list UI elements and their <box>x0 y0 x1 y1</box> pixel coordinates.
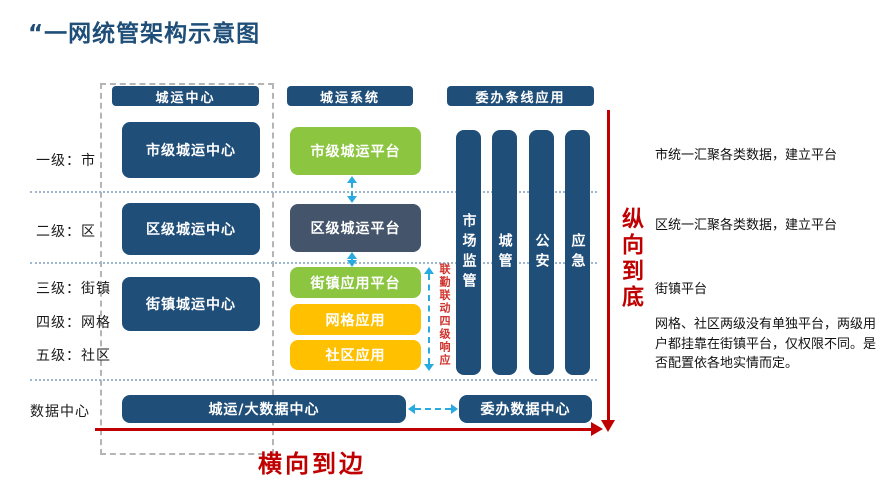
district-ops-center-box: 区级城运中心 <box>122 203 260 255</box>
street-ops-center-box: 街镇城运中心 <box>122 277 260 331</box>
level-label-4: 四级：网格 <box>36 315 111 331</box>
level-label-2: 二级：区 <box>36 224 96 240</box>
annotation-street: 街镇平台 <box>655 282 708 297</box>
district-ops-platform-box: 区级城运平台 <box>290 204 421 252</box>
arrow-shaft <box>351 183 353 196</box>
link-city-district-arrow <box>347 176 357 203</box>
urban-management-bar: 城管 <box>492 130 517 375</box>
arrowhead-up <box>424 267 434 274</box>
joint-response-arrow <box>424 267 434 371</box>
annotation-grid-community: 网格、社区两级没有单独平台，两级用户都挂靠在街镇平台，仅权限不同。是否配置依各地… <box>655 317 877 371</box>
committee-data-center-bar: 委办数据中心 <box>459 395 592 423</box>
level-label-data: 数据中心 <box>30 404 90 420</box>
vertical-axis-label: 纵向到底 <box>618 207 643 311</box>
city-big-data-center-bar: 城运/大数据中心 <box>122 395 406 423</box>
link-data-centers-arrow <box>408 404 458 414</box>
arrowhead-down <box>347 196 357 203</box>
annotation-district: 区统一汇聚各类数据，建立平台 <box>655 218 838 233</box>
annotation-city: 市统一汇聚各类数据，建立平台 <box>655 148 838 163</box>
arrow-shaft <box>428 274 430 364</box>
header-ops-center: 城运中心 <box>112 86 259 106</box>
link-district-street-arrow <box>347 252 357 267</box>
separator-level2-level3 <box>30 262 597 264</box>
arrowhead-left <box>408 404 415 414</box>
grid-app-box: 网格应用 <box>290 304 421 335</box>
separator-level5-data <box>30 379 597 381</box>
joint-response-note: 联勤联动四级响应 <box>438 263 451 367</box>
header-committee-apps: 委办条线应用 <box>447 86 594 106</box>
separator-level1-level2 <box>30 191 597 193</box>
city-ops-platform-box: 市级城运平台 <box>290 127 421 175</box>
emergency-bar: 应急 <box>565 130 590 375</box>
market-supervision-bar: 市场监管 <box>456 130 481 375</box>
header-ops-system: 城运系统 <box>287 86 413 106</box>
city-ops-center-box: 市级城运中心 <box>122 122 260 178</box>
arrowhead-down <box>347 260 357 267</box>
arrowhead-down <box>424 364 434 371</box>
arrowhead-up <box>347 176 357 183</box>
level-label-1: 一级：市 <box>36 153 96 169</box>
horizontal-axis-arrow <box>95 422 603 436</box>
horizontal-axis-label: 横向到边 <box>258 450 366 478</box>
ops-center-dashed-frame <box>100 83 274 455</box>
arrowhead-right <box>451 404 458 414</box>
level-label-5: 五级：社区 <box>36 348 111 364</box>
arrow-shaft <box>95 427 591 431</box>
arrow-shaft <box>415 408 451 410</box>
street-app-platform-box: 街镇应用平台 <box>290 267 421 298</box>
page-title: “一网统管架构示意图 <box>28 21 261 47</box>
arrow-shaft <box>351 259 353 260</box>
arrowhead-down <box>601 420 615 432</box>
level-label-3: 三级：街镇 <box>36 281 111 297</box>
arrowhead-right <box>591 422 603 436</box>
public-security-bar: 公安 <box>529 130 554 375</box>
community-app-box: 社区应用 <box>290 340 421 370</box>
vertical-axis-arrow <box>601 110 615 432</box>
arrow-shaft <box>606 110 610 420</box>
arrowhead-up <box>347 252 357 259</box>
